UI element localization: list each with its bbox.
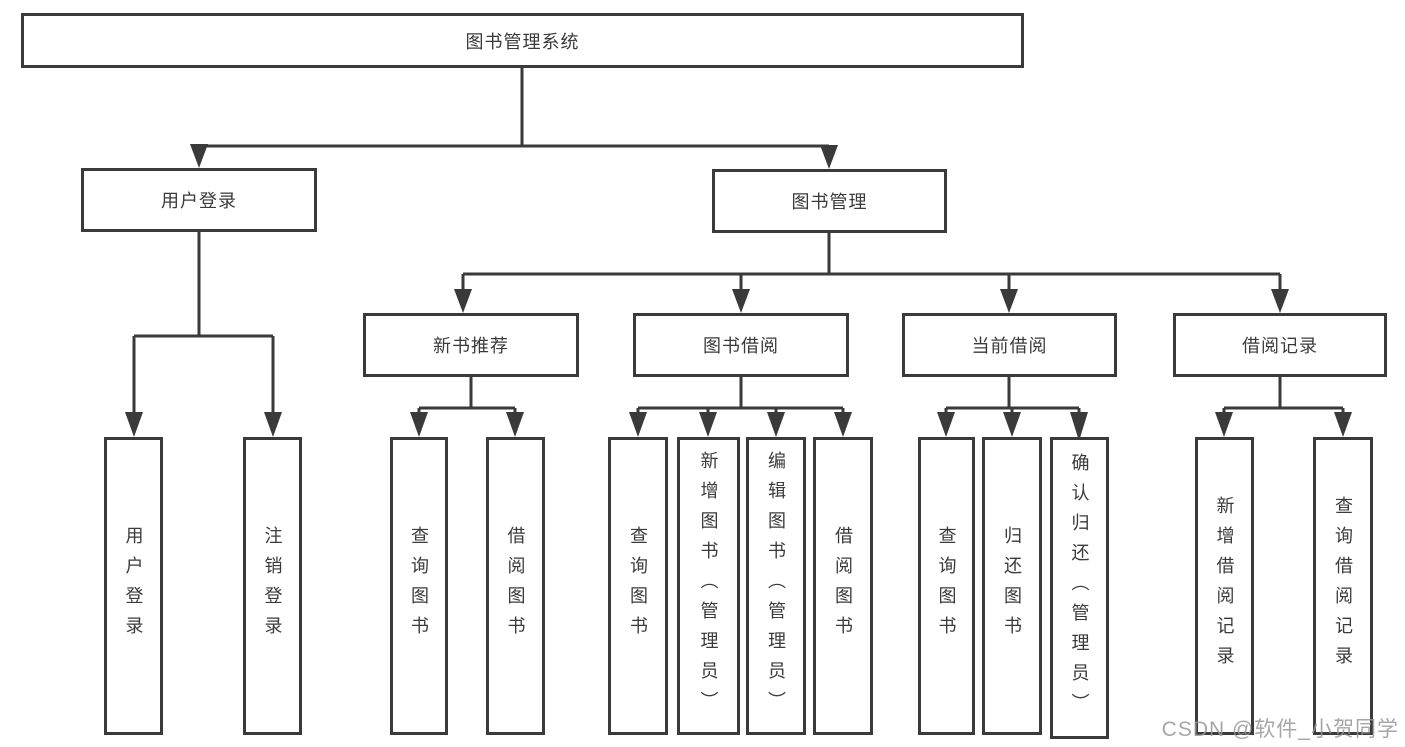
node-book-borrowing: 图书借阅 <box>633 313 849 377</box>
leaf-borrow-books-borrow: 借阅图书 <box>813 437 873 735</box>
arrowhead-into-borrow <box>732 289 750 313</box>
connector-root-to-level2 <box>197 68 831 150</box>
leaf-user-login: 用户登录 <box>104 437 163 735</box>
arrowhead-leaf <box>506 412 524 437</box>
leaf-logout: 注销登录 <box>243 437 302 735</box>
leaf-label: 用户登录 <box>123 526 144 646</box>
leaf-borrow-books-newbook: 借阅图书 <box>486 437 545 735</box>
leaf-confirm-return-admin: 确认归还（管理员） <box>1050 437 1109 739</box>
leaf-add-borrowing-record: 新增借阅记录 <box>1195 437 1254 735</box>
leaf-label: 查询图书 <box>628 526 648 646</box>
node-label: 图书借阅 <box>703 336 779 356</box>
leaf-label: 查询图书 <box>409 526 429 646</box>
connector-newbook-to-leaves <box>417 377 517 414</box>
leaf-query-books-current: 查询图书 <box>918 437 975 735</box>
node-new-book-recommendation: 新书推荐 <box>363 313 579 377</box>
connector-borrow-to-leaves <box>636 377 845 414</box>
node-book-management: 图书管理 <box>712 169 947 233</box>
leaf-label: 借阅图书 <box>505 526 526 646</box>
node-library-management-system: 图书管理系统 <box>21 13 1024 68</box>
node-label: 借阅记录 <box>1242 336 1318 356</box>
leaf-label: 归还图书 <box>1002 526 1022 646</box>
arrowhead-into-newbook <box>454 289 472 313</box>
arrowhead-leaf <box>1334 412 1352 437</box>
node-borrowing-records: 借阅记录 <box>1173 313 1387 377</box>
node-label: 图书管理 <box>791 192 868 212</box>
arrowhead-leaf <box>767 412 785 437</box>
connector-bookmgmt-to-level3 <box>461 232 1282 290</box>
leaf-label: 新增图书（管理员） <box>698 451 719 721</box>
connector-current-to-leaves <box>944 377 1081 414</box>
leaf-query-books-borrow: 查询图书 <box>608 437 668 735</box>
leaf-label: 查询图书 <box>936 526 957 646</box>
leaf-label: 查询借阅记录 <box>1333 496 1353 676</box>
leaf-query-books-newbook: 查询图书 <box>390 437 448 735</box>
node-current-borrowing: 当前借阅 <box>902 313 1117 377</box>
node-label: 图书管理系统 <box>465 31 580 52</box>
leaf-label: 确认归还（管理员） <box>1069 453 1090 723</box>
arrowhead-leaf <box>699 412 717 437</box>
arrowhead-leaf <box>1070 412 1088 441</box>
connector-records-to-leaves <box>1222 377 1345 414</box>
arrowhead-leaf <box>937 412 955 437</box>
node-label: 当前借阅 <box>971 336 1048 356</box>
csdn-watermark: CSDN @软件_小贺同学 <box>1161 718 1399 741</box>
leaf-return-books: 归还图书 <box>982 437 1042 735</box>
leaf-add-books-admin: 新增图书（管理员） <box>677 437 740 735</box>
arrowhead-into-login <box>190 144 208 168</box>
leaf-edit-books-admin: 编辑图书（管理员） <box>746 437 806 735</box>
node-label: 用户登录 <box>161 191 237 211</box>
arrowhead-leaf <box>629 412 647 437</box>
arrowhead-into-bookmgmt <box>820 145 838 169</box>
leaf-label: 新增借阅记录 <box>1214 496 1235 676</box>
arrowhead-into-current <box>1000 289 1018 313</box>
arrowhead-leaf <box>1003 412 1021 437</box>
node-user-login: 用户登录 <box>81 168 317 232</box>
connector-login-to-leaves <box>132 232 275 414</box>
leaf-label: 注销登录 <box>262 526 283 646</box>
arrowhead-leaf <box>834 412 852 437</box>
arrowhead-into-records <box>1271 289 1289 313</box>
arrowhead-into-leaf-logout <box>264 412 282 437</box>
arrowhead-leaf <box>410 412 428 437</box>
node-label: 新书推荐 <box>433 336 509 356</box>
arrowhead-leaf <box>1215 412 1233 437</box>
leaf-label: 编辑图书（管理员） <box>766 451 786 721</box>
leaf-label: 借阅图书 <box>833 526 853 646</box>
leaf-query-borrowing-record: 查询借阅记录 <box>1313 437 1373 735</box>
arrowhead-into-leaf-user-login <box>125 412 143 437</box>
